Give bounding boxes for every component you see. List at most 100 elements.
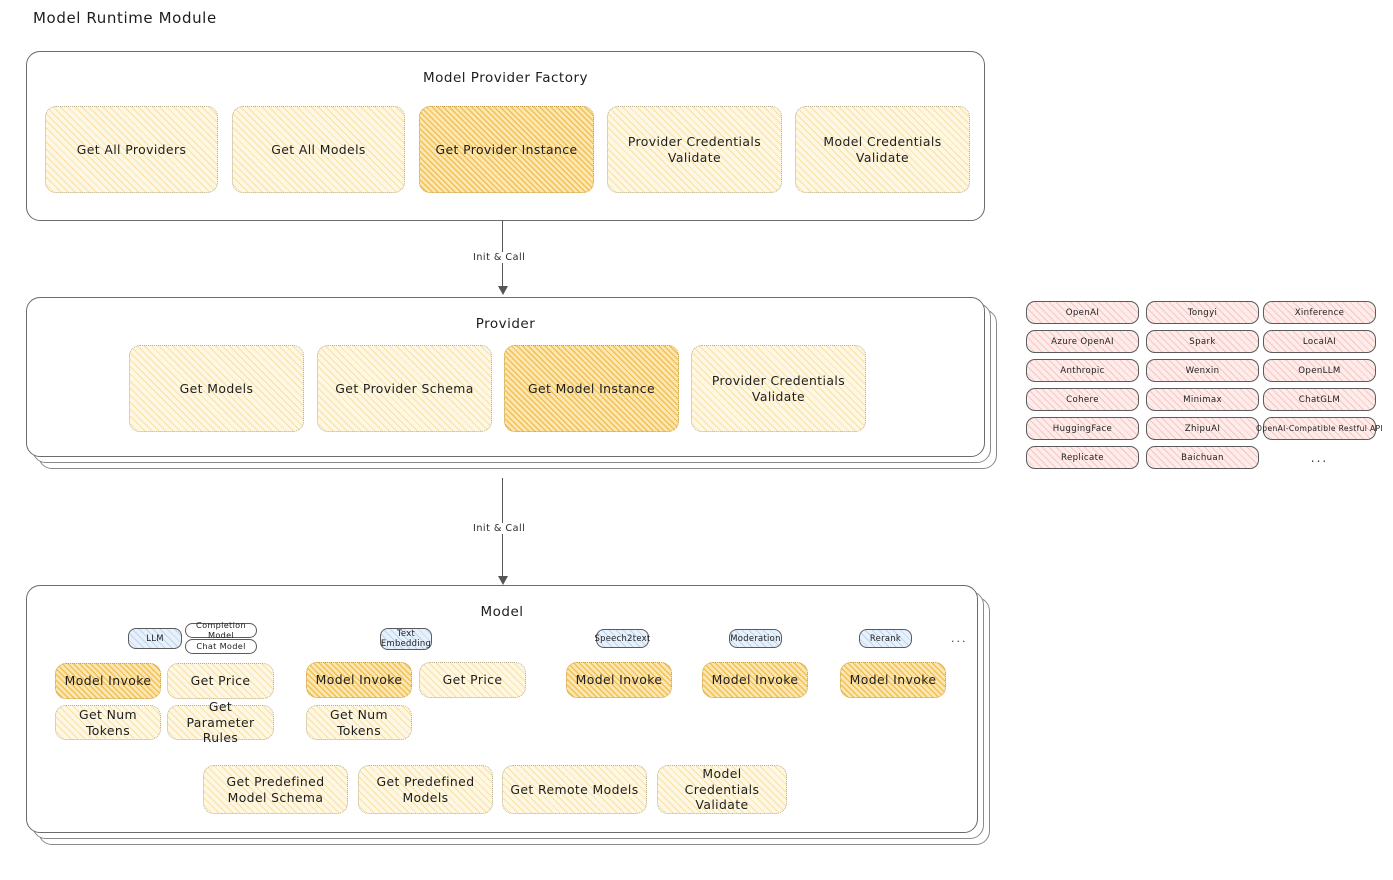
leaf-label: Get Provider Instance [435,141,578,157]
model-common-method-model-credentials-validate[interactable]: Model Credentials Validate [657,765,787,814]
chip-label: OpenLLM [1298,365,1341,376]
leaf-label: Get Num Tokens [329,707,388,738]
model-type-badge-text-embedding[interactable]: Text Embedding [380,628,432,650]
provider-chip-wenxin[interactable]: Wenxin [1146,359,1259,382]
chip-label: Cohere [1066,394,1099,405]
model-type-badge-llm[interactable]: LLM [128,628,182,649]
leaf-label: Model Credentials Validate [823,134,942,165]
provider-chip-openllm[interactable]: OpenLLM [1263,359,1376,382]
rerank-method-model-invoke[interactable]: Model Invoke [840,662,946,698]
badge-label: Rerank [869,632,902,643]
text-embedding-method-model-invoke[interactable]: Model Invoke [306,662,412,698]
page-title: Model Runtime Module [33,9,217,27]
chip-label: ChatGLM [1298,394,1341,405]
leaf-label: Get All Models [271,141,366,157]
provider-chip-minimax[interactable]: Minimax [1146,388,1259,411]
factory-method-provider-credentials-validate[interactable]: Provider Credentials Validate [607,106,782,193]
model-common-method-get-predefined-model-schema[interactable]: Get Predefined Model Schema [203,765,348,814]
provider-chip-anthropic[interactable]: Anthropic [1026,359,1139,382]
chip-label: ZhipuAI [1184,423,1221,434]
badge-label: Speech2text [594,632,651,643]
model-common-method-get-predefined-models[interactable]: Get Predefined Models [358,765,493,814]
provider-chip-localai[interactable]: LocalAI [1263,330,1376,353]
chip-label: Azure OpenAI [1051,336,1114,347]
arrow-provider-to-model-label: Init & Call [469,523,530,534]
model-types-more-ellipsis: ... [951,632,968,645]
provider-method-get-models[interactable]: Get Models [129,345,304,432]
leaf-label: Get Remote Models [510,781,639,797]
leaf-label: Provider Credentials Validate [711,373,846,404]
leaf-label: Provider Credentials Validate [627,134,762,165]
provider-chip-replicate[interactable]: Replicate [1026,446,1139,469]
badge-label: LLM [146,632,164,643]
model-type-badge-moderation[interactable]: Moderation [729,629,782,648]
factory-method-get-all-providers[interactable]: Get All Providers [45,106,218,193]
llm-method-model-invoke[interactable]: Model Invoke [55,663,161,699]
text-embedding-method-get-price[interactable]: Get Price [419,662,526,698]
model-subtype-badge-completion-model[interactable]: Completion Model [185,620,257,639]
factory-method-model-credentials-validate[interactable]: Model Credentials Validate [795,106,970,193]
provider-chip-openai-compatible-restful-api[interactable]: OpenAI-Compatible Restful API [1256,417,1383,440]
badge-label: Chat Model [196,640,246,651]
provider-method-provider-credentials-validate[interactable]: Provider Credentials Validate [691,345,866,432]
model-type-badge-speech2text[interactable]: Speech2text [594,629,651,648]
chip-label: Anthropic [1060,365,1105,376]
chip-label: OpenAI [1065,307,1100,318]
leaf-label: Get Price [190,673,251,689]
provider-chip-xinference[interactable]: Xinference [1263,301,1376,324]
provider-chip-spark[interactable]: Spark [1146,330,1259,353]
leaf-label: Get All Providers [76,141,187,157]
badge-label: Moderation [730,632,781,643]
chip-label: Tongyi [1187,307,1218,318]
leaf-label: Model Invoke [64,673,152,689]
chip-label: Wenxin [1185,365,1220,376]
provider-chip-tongyi[interactable]: Tongyi [1146,301,1259,324]
llm-method-get-parameter-rules[interactable]: Get Parameter Rules [167,699,274,745]
provider-chip-zhipuai[interactable]: ZhipuAI [1146,417,1259,440]
leaf-label: Model Invoke [575,672,663,688]
text-embedding-method-get-num-tokens[interactable]: Get Num Tokens [306,705,412,740]
chip-label: Replicate [1061,452,1104,463]
chip-label: LocalAI [1302,336,1337,347]
leaf-label: Model Invoke [315,672,403,688]
provider-chip-baichuan[interactable]: Baichuan [1146,446,1259,469]
leaf-label: Model Invoke [849,672,937,688]
factory-method-get-provider-instance[interactable]: Get Provider Instance [419,106,594,193]
model-title: Model [480,604,524,620]
leaf-label: Get Provider Schema [335,380,474,396]
chip-label: Spark [1189,336,1216,347]
provider-chip-cohere[interactable]: Cohere [1026,388,1139,411]
provider-chip-azure-openai[interactable]: Azure OpenAI [1026,330,1139,353]
leaf-label: Get Predefined Model Schema [226,774,325,805]
provider-chip-huggingface[interactable]: HuggingFace [1026,417,1139,440]
chip-label: Xinference [1294,307,1345,318]
arrow-factory-to-provider-head [497,286,508,295]
chip-label: HuggingFace [1052,423,1113,434]
model-common-method-get-remote-models[interactable]: Get Remote Models [502,765,647,814]
model-type-badge-rerank[interactable]: Rerank [859,629,912,648]
leaf-label: Get Parameter Rules [186,699,255,746]
provider-method-get-provider-schema[interactable]: Get Provider Schema [317,345,492,432]
leaf-label: Get Predefined Models [376,774,475,805]
provider-chip-openai[interactable]: OpenAI [1026,301,1139,324]
leaf-label: Get Num Tokens [78,707,137,738]
leaf-label: Get Price [442,672,503,688]
badge-label: Text Embedding [380,628,432,648]
model-subtype-badge-chat-model[interactable]: Chat Model [185,639,257,654]
chip-label: Baichuan [1181,452,1224,463]
provider-method-get-model-instance[interactable]: Get Model Instance [504,345,679,432]
provider-chip-chatglm[interactable]: ChatGLM [1263,388,1376,411]
speech2text-method-model-invoke[interactable]: Model Invoke [566,662,672,698]
arrow-factory-to-provider-label: Init & Call [469,252,530,263]
model-provider-factory-title: Model Provider Factory [422,70,588,86]
llm-method-get-price[interactable]: Get Price [167,663,274,699]
provider-title: Provider [475,316,536,332]
factory-method-get-all-models[interactable]: Get All Models [232,106,405,193]
moderation-method-model-invoke[interactable]: Model Invoke [702,662,808,698]
provider-chip-more: ... [1263,448,1376,468]
leaf-label: Get Models [179,380,254,396]
chip-label: ... [1310,451,1329,465]
llm-method-get-num-tokens[interactable]: Get Num Tokens [55,705,161,740]
leaf-label: Get Model Instance [527,380,656,396]
